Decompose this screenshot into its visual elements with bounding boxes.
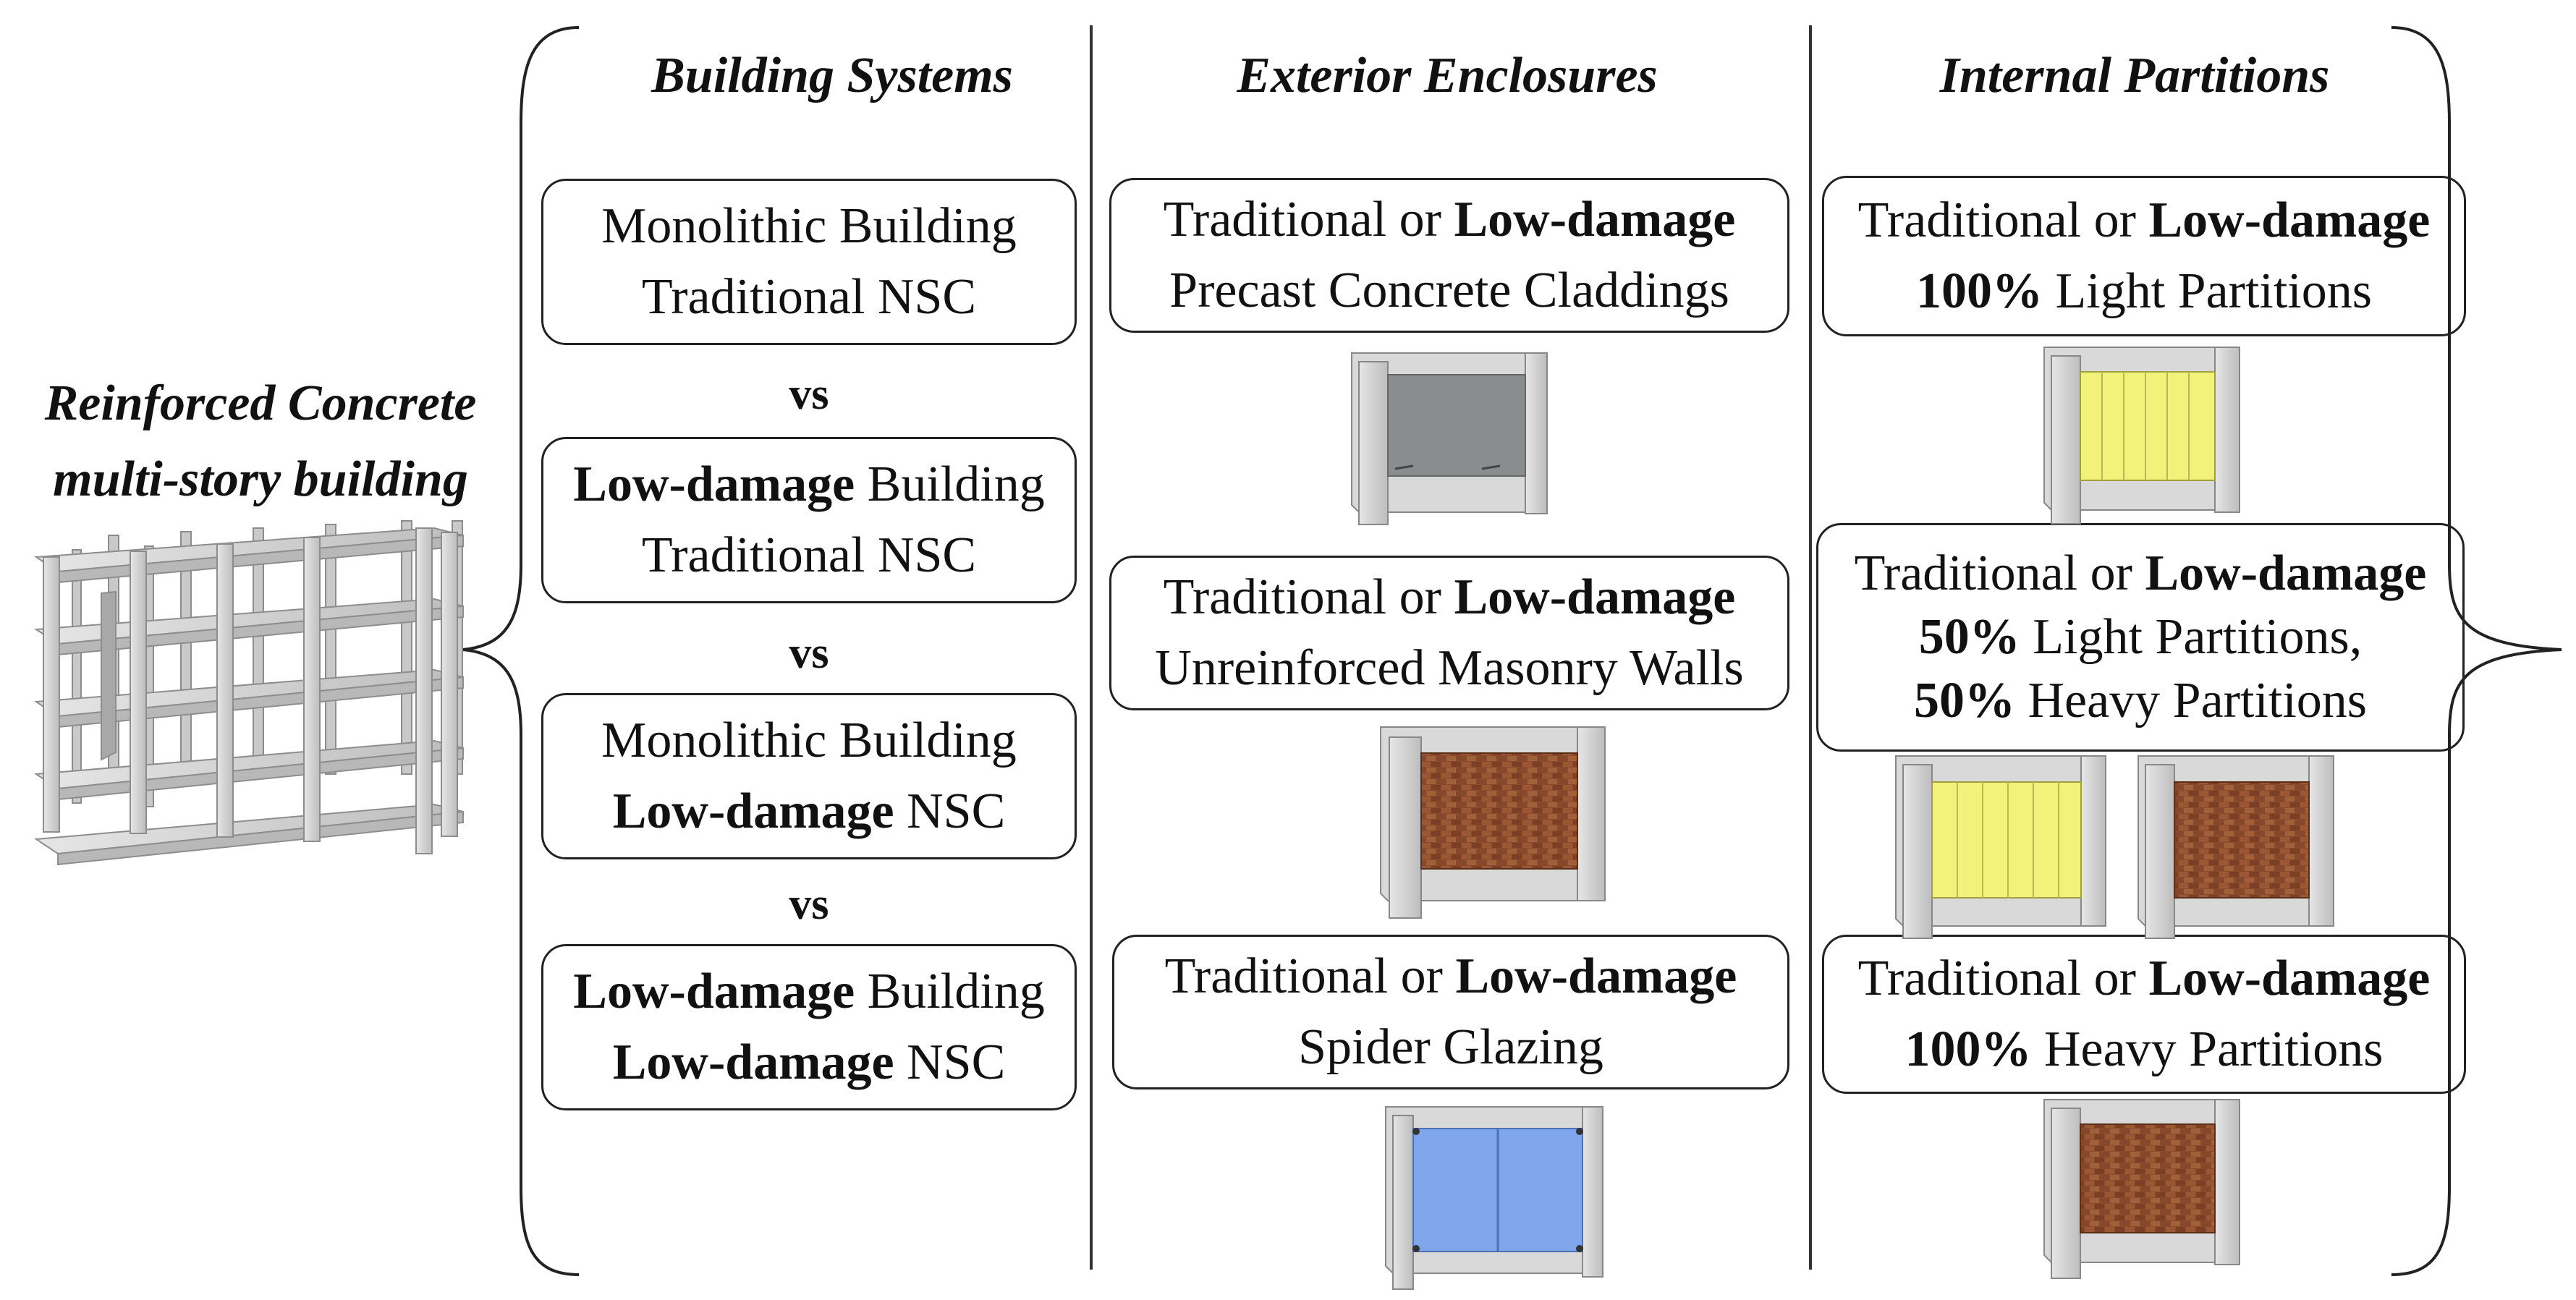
box-line-1: Low-damage Building [573, 456, 1045, 512]
vs-label-1: vs [789, 370, 829, 419]
box-line-2: Traditional NSC [641, 527, 977, 583]
box-line-1: Traditional or Low-damage [1164, 948, 1737, 1004]
light-partition-panel-1 [2043, 347, 2240, 524]
box-line-2: Unreinforced Masonry Walls [1155, 640, 1744, 696]
right-brace [2391, 26, 2562, 1276]
precast-cladding-panel [1351, 352, 1548, 525]
box-line-1: Monolithic Building [601, 198, 1017, 254]
column-divider-1 [1090, 25, 1093, 1270]
box-line-1: Traditional or Low-damage [1854, 545, 2427, 601]
left-title-line2: multi-story building [53, 451, 468, 507]
vs-label-3: vs [789, 880, 829, 929]
left-title: Reinforced Concrete multi-story building [0, 365, 521, 517]
box-line-1: Traditional or Low-damage [1163, 569, 1736, 625]
spider-glazing-panel [1385, 1106, 1603, 1290]
masonry-wall-panel [1380, 726, 1606, 919]
building-frame-illustration [34, 520, 464, 866]
box-line-1: Traditional or Low-damage [1857, 951, 2431, 1006]
box-line-1: Traditional or Low-damage [1857, 192, 2431, 248]
box-line-3: 50% Heavy Partitions [1913, 673, 2368, 728]
left-title-line1: Reinforced Concrete [44, 375, 477, 431]
box-line-2: 100% Light Partitions [1916, 263, 2372, 319]
box-line-2: 100% Heavy Partitions [1905, 1021, 2384, 1077]
heavy-partition-panel-3 [2043, 1099, 2240, 1279]
box-line-1: Low-damage Building [573, 964, 1045, 1019]
internal-partition-box-3: Traditional or Low-damage 100% Heavy Part… [1822, 935, 2466, 1094]
box-line-2: Spider Glazing [1298, 1019, 1603, 1075]
box-line-1: Traditional or Low-damage [1163, 192, 1736, 247]
box-line-2: Traditional NSC [641, 269, 977, 325]
internal-partition-box-1: Traditional or Low-damage 100% Light Part… [1822, 176, 2466, 336]
column-divider-2 [1809, 25, 1812, 1270]
box-line-2: Low-damage NSC [612, 1035, 1006, 1090]
light-partition-panel-2 [1895, 755, 2106, 939]
heading-internal-partitions: Internal Partitions [1939, 48, 2330, 103]
heading-exterior-enclosures: Exterior Enclosures [1237, 48, 1658, 103]
heading-building-systems: Building Systems [651, 48, 1013, 103]
box-line-2: Low-damage NSC [612, 783, 1006, 839]
left-brace [462, 26, 580, 1276]
internal-partition-box-2: Traditional or Low-damage 50% Light Parti… [1816, 523, 2465, 752]
box-line-2: 50% Light Partitions, [1918, 609, 2363, 665]
box-line-1: Monolithic Building [601, 713, 1017, 768]
box-line-2: Precast Concrete Claddings [1169, 263, 1729, 318]
heavy-partition-panel-2 [2138, 755, 2334, 939]
vs-label-2: vs [789, 629, 829, 678]
